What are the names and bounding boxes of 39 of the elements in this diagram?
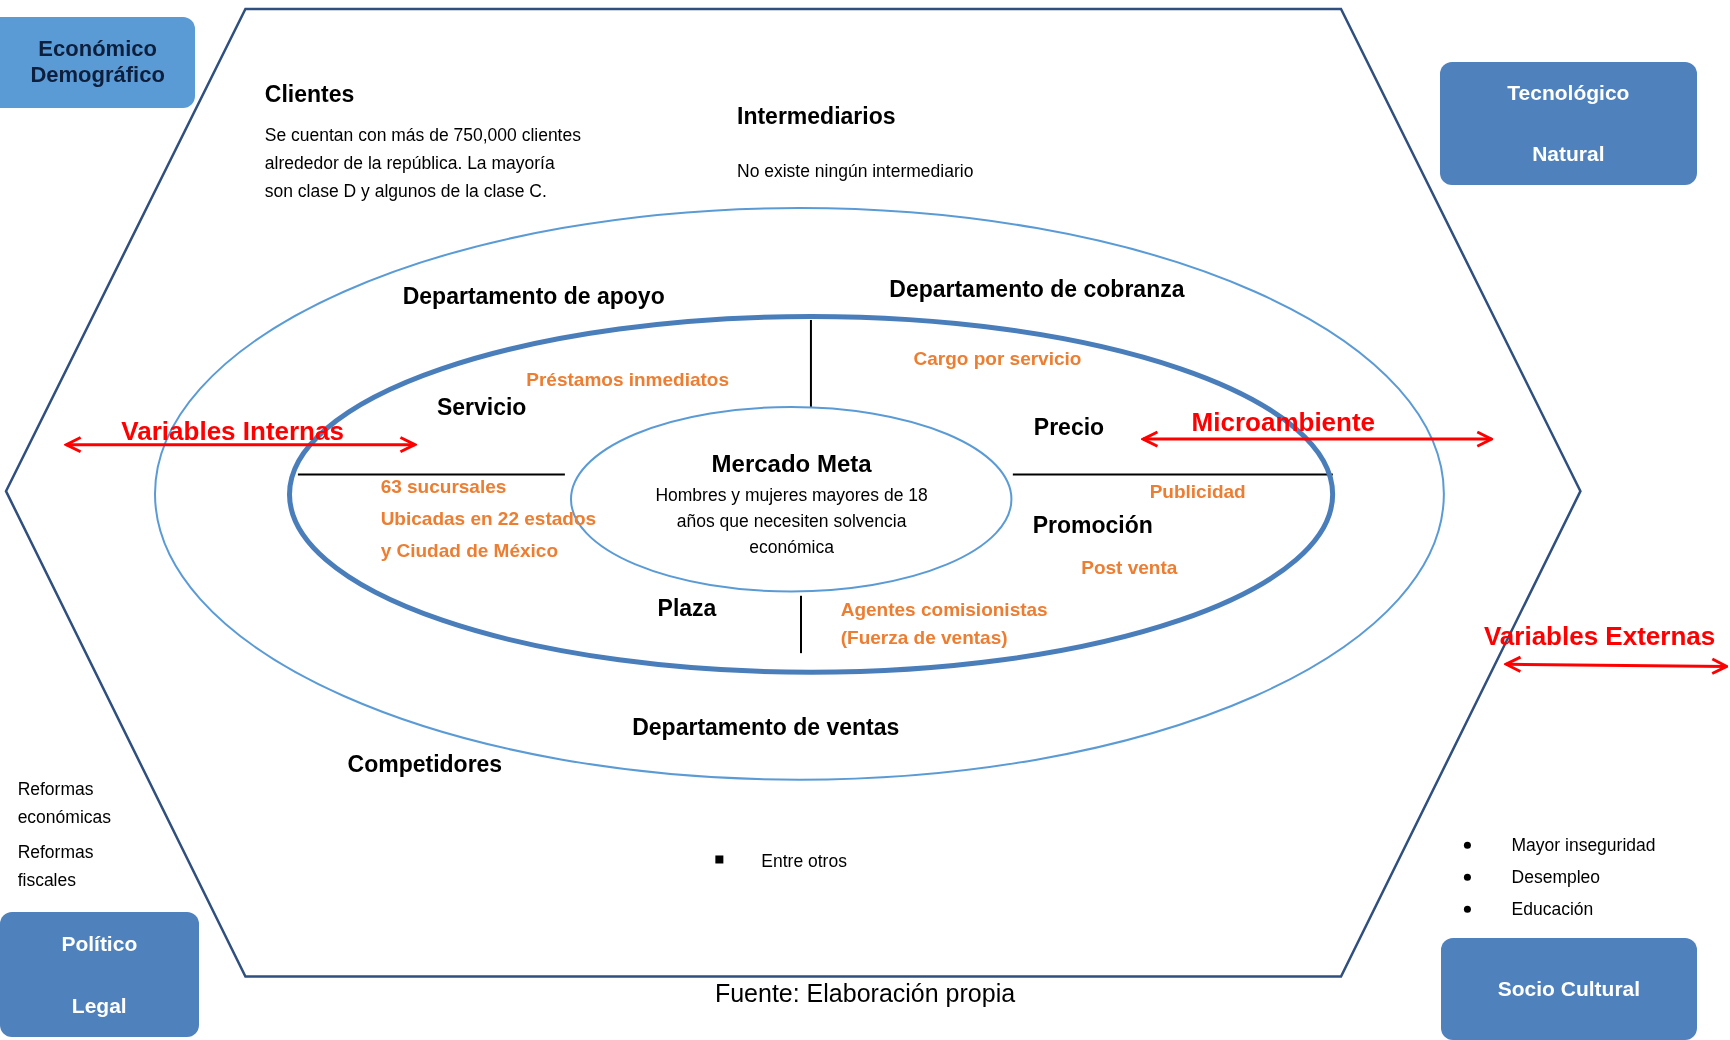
category-label: Socio Cultural	[1497, 977, 1641, 1002]
category-label: Natural	[1532, 142, 1605, 167]
category-label: Político	[61, 931, 138, 956]
heading: Departamento de ventas	[632, 714, 900, 742]
note-text: Desempleo	[1511, 866, 1601, 888]
note-text: Reformas fiscales	[17, 840, 95, 892]
note-text: Reformas económicas	[17, 777, 113, 829]
note-text: Educación	[1511, 898, 1594, 920]
heading: Competidores	[347, 750, 503, 779]
category-box	[0, 912, 199, 1038]
heading: Plaza	[657, 595, 717, 623]
heading: Servicio	[436, 394, 527, 422]
detail-text: (Fuerza de ventas)	[840, 627, 1008, 651]
detail-text: Préstamos inmediatos	[526, 369, 730, 393]
detail-text: 63 sucursales	[380, 476, 507, 500]
category-box	[0, 16, 196, 109]
detail-text: Post venta	[1081, 556, 1178, 580]
note-text: Se cuentan con más de 750,000 clientes alrededor de la república. La mayoría son clase D y algunos de la clase C.	[264, 123, 582, 203]
target-description: Hombres y mujeres mayores de 18 años que necesiten solvencia económica	[654, 483, 929, 560]
detail-text: Publicidad	[1149, 480, 1246, 504]
detail-text: Cargo por servicio	[913, 348, 1082, 372]
caption: Fuente: Elaboración propia	[714, 979, 1016, 1008]
category-label: Legal	[71, 993, 127, 1018]
target-title: Mercado Meta	[711, 448, 872, 479]
heading: Precio	[1033, 414, 1105, 442]
heading: Clientes	[264, 81, 355, 109]
heading: Intermediarios	[737, 103, 896, 131]
category-label: Económico Demográfico	[29, 36, 166, 89]
detail-text: y Ciudad de México	[380, 540, 558, 564]
heading: Departamento de apoyo	[402, 283, 665, 311]
category-label: Tecnológico	[1507, 80, 1630, 105]
category-box	[1440, 937, 1697, 1040]
detail-text: Agentes comisionistas	[840, 598, 1048, 622]
note-text: Mayor inseguridad	[1511, 834, 1656, 856]
heading: Promoción	[1032, 512, 1153, 541]
note-text: No existe ningún intermediario	[737, 160, 974, 182]
category-box	[1439, 61, 1697, 186]
note-text: Entre otros	[761, 851, 847, 873]
heading: Departamento de cobranza	[889, 276, 1185, 304]
